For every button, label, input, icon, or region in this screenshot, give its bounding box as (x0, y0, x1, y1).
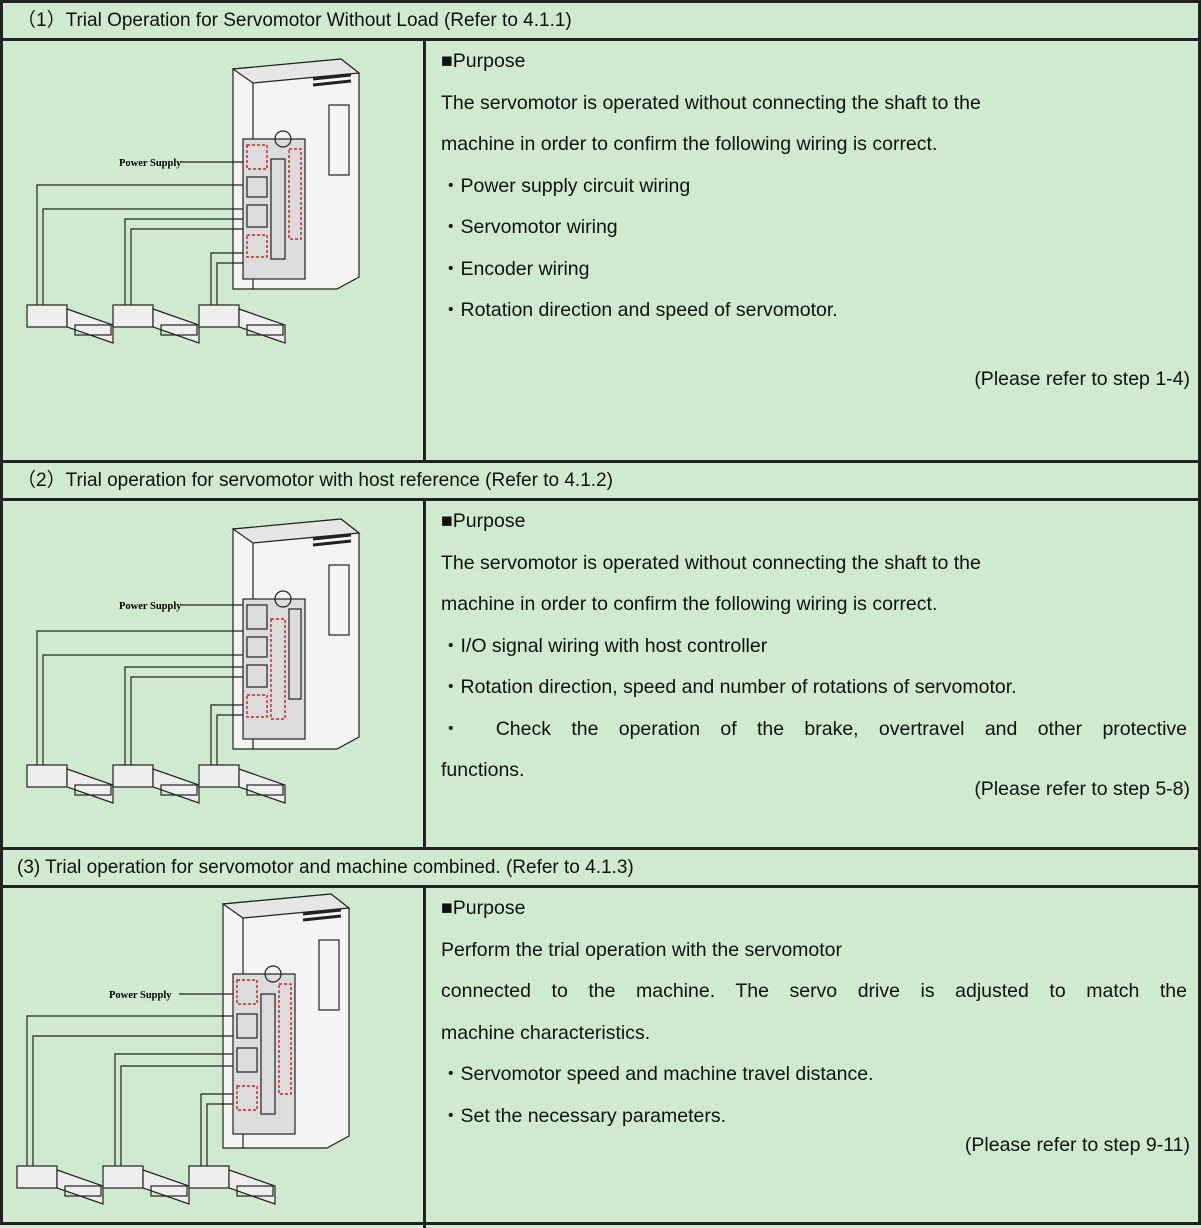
description-line: The servomotor is operated without conne… (441, 91, 981, 114)
section-2-header: （2）Trial operation for servomotor with h… (3, 460, 1198, 501)
bullet-item: ・Encoder wiring (441, 257, 590, 280)
section-2-figure-cell: Power Supply (3, 501, 426, 847)
step-reference: (Please refer to step 1-4) (974, 368, 1190, 390)
bullet-item: ・Servomotor speed and machine travel dis… (441, 1063, 874, 1085)
bullet-item: ・Power supply circuit wiring (441, 174, 691, 197)
power-supply-label: Power Supply (109, 990, 172, 1001)
bullet-item: ・Rotation direction, speed and number of… (441, 676, 1017, 698)
step-reference: (Please refer to step 5-8) (974, 778, 1190, 800)
description-line: functions. (441, 759, 525, 781)
section-1-header: （1）Trial Operation for Servomotor Withou… (3, 3, 1198, 41)
description-line: connected to the machine. The servo driv… (441, 980, 1187, 1002)
section-3-header: (3) Trial operation for servomotor and m… (3, 847, 1198, 888)
purpose-title: ■Purpose (441, 50, 526, 72)
step-reference: (Please refer to step 9-11) (964, 1134, 1190, 1156)
purpose-title: ■Purpose (441, 897, 526, 919)
servo-drive-wiring-diagram: Power Supply (16, 893, 351, 1205)
bullet-item: ・ Check the operation of the brake, over… (441, 717, 1187, 740)
description-line: Perform the trial operation with the ser… (441, 938, 843, 961)
section-1-figure-cell: Power Supply (3, 41, 426, 460)
section-2-text-cell: ■Purpose The servomotor is operated with… (426, 501, 1198, 847)
description-line: The servomotor is operated without conne… (441, 551, 981, 574)
bullet-item: ・Rotation direction and speed of servomo… (441, 299, 838, 321)
purpose-title: ■Purpose (441, 510, 526, 532)
servo-drive-wiring-diagram: Power Supply (26, 518, 361, 804)
description-line: machine in order to confirm the followin… (441, 133, 938, 155)
section-1-text-cell: ■Purpose The servomotor is operated with… (426, 41, 1198, 460)
bullet-item: ・I/O signal wiring with host controller (441, 634, 768, 657)
power-supply-label: Power Supply (119, 601, 182, 612)
bullet-item: ・Servomotor wiring (441, 216, 618, 238)
section-3-figure-cell: Power Supply (3, 888, 426, 1228)
servo-drive-wiring-diagram: Power Supply (26, 58, 361, 344)
description-line: machine in order to confirm the followin… (441, 593, 938, 615)
section-3-text-cell: ■Purpose Perform the trial operation wit… (426, 888, 1198, 1228)
power-supply-label: Power Supply (119, 158, 182, 169)
description-line: machine characteristics. (441, 1021, 651, 1044)
bullet-item: ・Set the necessary parameters. (441, 1104, 727, 1127)
